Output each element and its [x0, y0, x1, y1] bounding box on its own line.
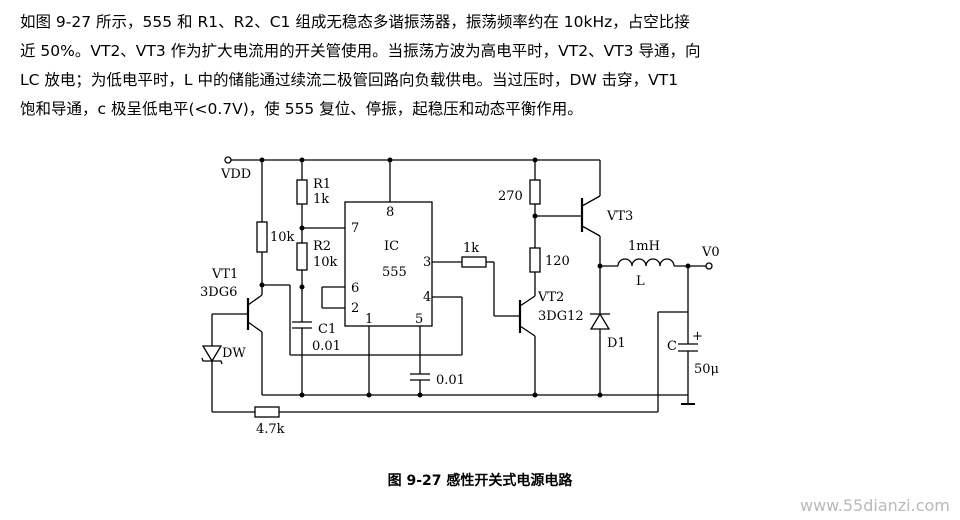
vt1-name-label: VT1 [211, 267, 238, 282]
r-120-label: 120 [545, 254, 570, 269]
r-10k-label: 10k [270, 230, 295, 245]
c1-value-label: 0.01 [312, 339, 341, 354]
r1-name-label: R1 [313, 177, 331, 192]
circuit-wires [201, 156, 713, 418]
ic-name-label: IC [384, 239, 399, 254]
vdd-label: VDD [220, 167, 251, 182]
vo-label: V0 [701, 245, 720, 260]
r2-value-label: 10k [313, 255, 338, 270]
d1-label: D1 [607, 336, 626, 351]
figure-caption: 图 9-27 感性开关式电源电路 [387, 473, 573, 489]
diode-d1 [589, 312, 611, 330]
pin7-label: 7 [351, 221, 359, 236]
watermark: www.55dianzi.com [800, 496, 950, 515]
description-line: LC 放电；为低电平时，L 中的储能通过续流二极管回路向负载供电。当过压时，DW… [20, 71, 679, 89]
dw-label: DW [222, 346, 246, 361]
vt1-model-label: 3DG6 [200, 285, 237, 300]
vdd-terminal [224, 156, 232, 164]
ic-555 [344, 201, 433, 327]
l-name-label: L [636, 274, 645, 289]
vt2-model-label: 3DG12 [538, 309, 584, 324]
resistor-120 [529, 247, 541, 273]
description-line: 近 50%。VT2、VT3 作为扩大电流用的开关管使用。当振荡方波为高电平时，V… [20, 42, 701, 60]
resistor-r2 [296, 242, 308, 271]
l-value-label: 1mH [628, 239, 660, 254]
resistor-10k [256, 221, 268, 253]
r-1k-base-label: 1k [463, 241, 479, 256]
c-pin5-label: 0.01 [436, 373, 465, 388]
resistor-270 [529, 179, 541, 205]
c-plus-label: + [692, 329, 703, 344]
pin5-label: 5 [415, 312, 423, 327]
description-paragraph: 如图 9-27 所示，555 和 R1、R2、C1 组成无稳态多谐振荡器，振荡频… [20, 8, 950, 124]
r1-value-label: 1k [313, 192, 329, 207]
vo-terminal [705, 262, 713, 270]
r-4k7-label: 4.7k [256, 422, 285, 437]
vt2-name-label: VT2 [537, 290, 564, 305]
junction-dots [259, 157, 691, 398]
resistor-r1 [296, 179, 308, 205]
pin3-label: 3 [423, 255, 431, 270]
r2-name-label: R2 [313, 239, 331, 254]
zener-dw [201, 345, 223, 363]
vt3-name-label: VT3 [606, 209, 633, 224]
c-name-label: C [667, 339, 677, 354]
inductor-l [617, 258, 675, 267]
pin6-label: 6 [351, 281, 359, 296]
c-value-label: 50μ [694, 362, 719, 377]
ic-model-label: 555 [382, 265, 407, 280]
c1-name-label: C1 [318, 322, 336, 337]
r-270-label: 270 [498, 189, 523, 204]
resistor-4k7 [254, 406, 280, 418]
pin1-label: 1 [365, 312, 373, 327]
description-line: 如图 9-27 所示，555 和 R1、R2、C1 组成无稳态多谐振荡器，振荡频… [20, 13, 690, 31]
resistor-1k-base [461, 256, 487, 268]
pin4-label: 4 [423, 290, 431, 305]
description-line: 饱和导通，c 极呈低电平(<0.7V)，使 555 复位、停振，起稳压和动态平衡… [20, 100, 583, 118]
pin8-label: 8 [386, 205, 394, 220]
pin2-label: 2 [351, 301, 359, 316]
